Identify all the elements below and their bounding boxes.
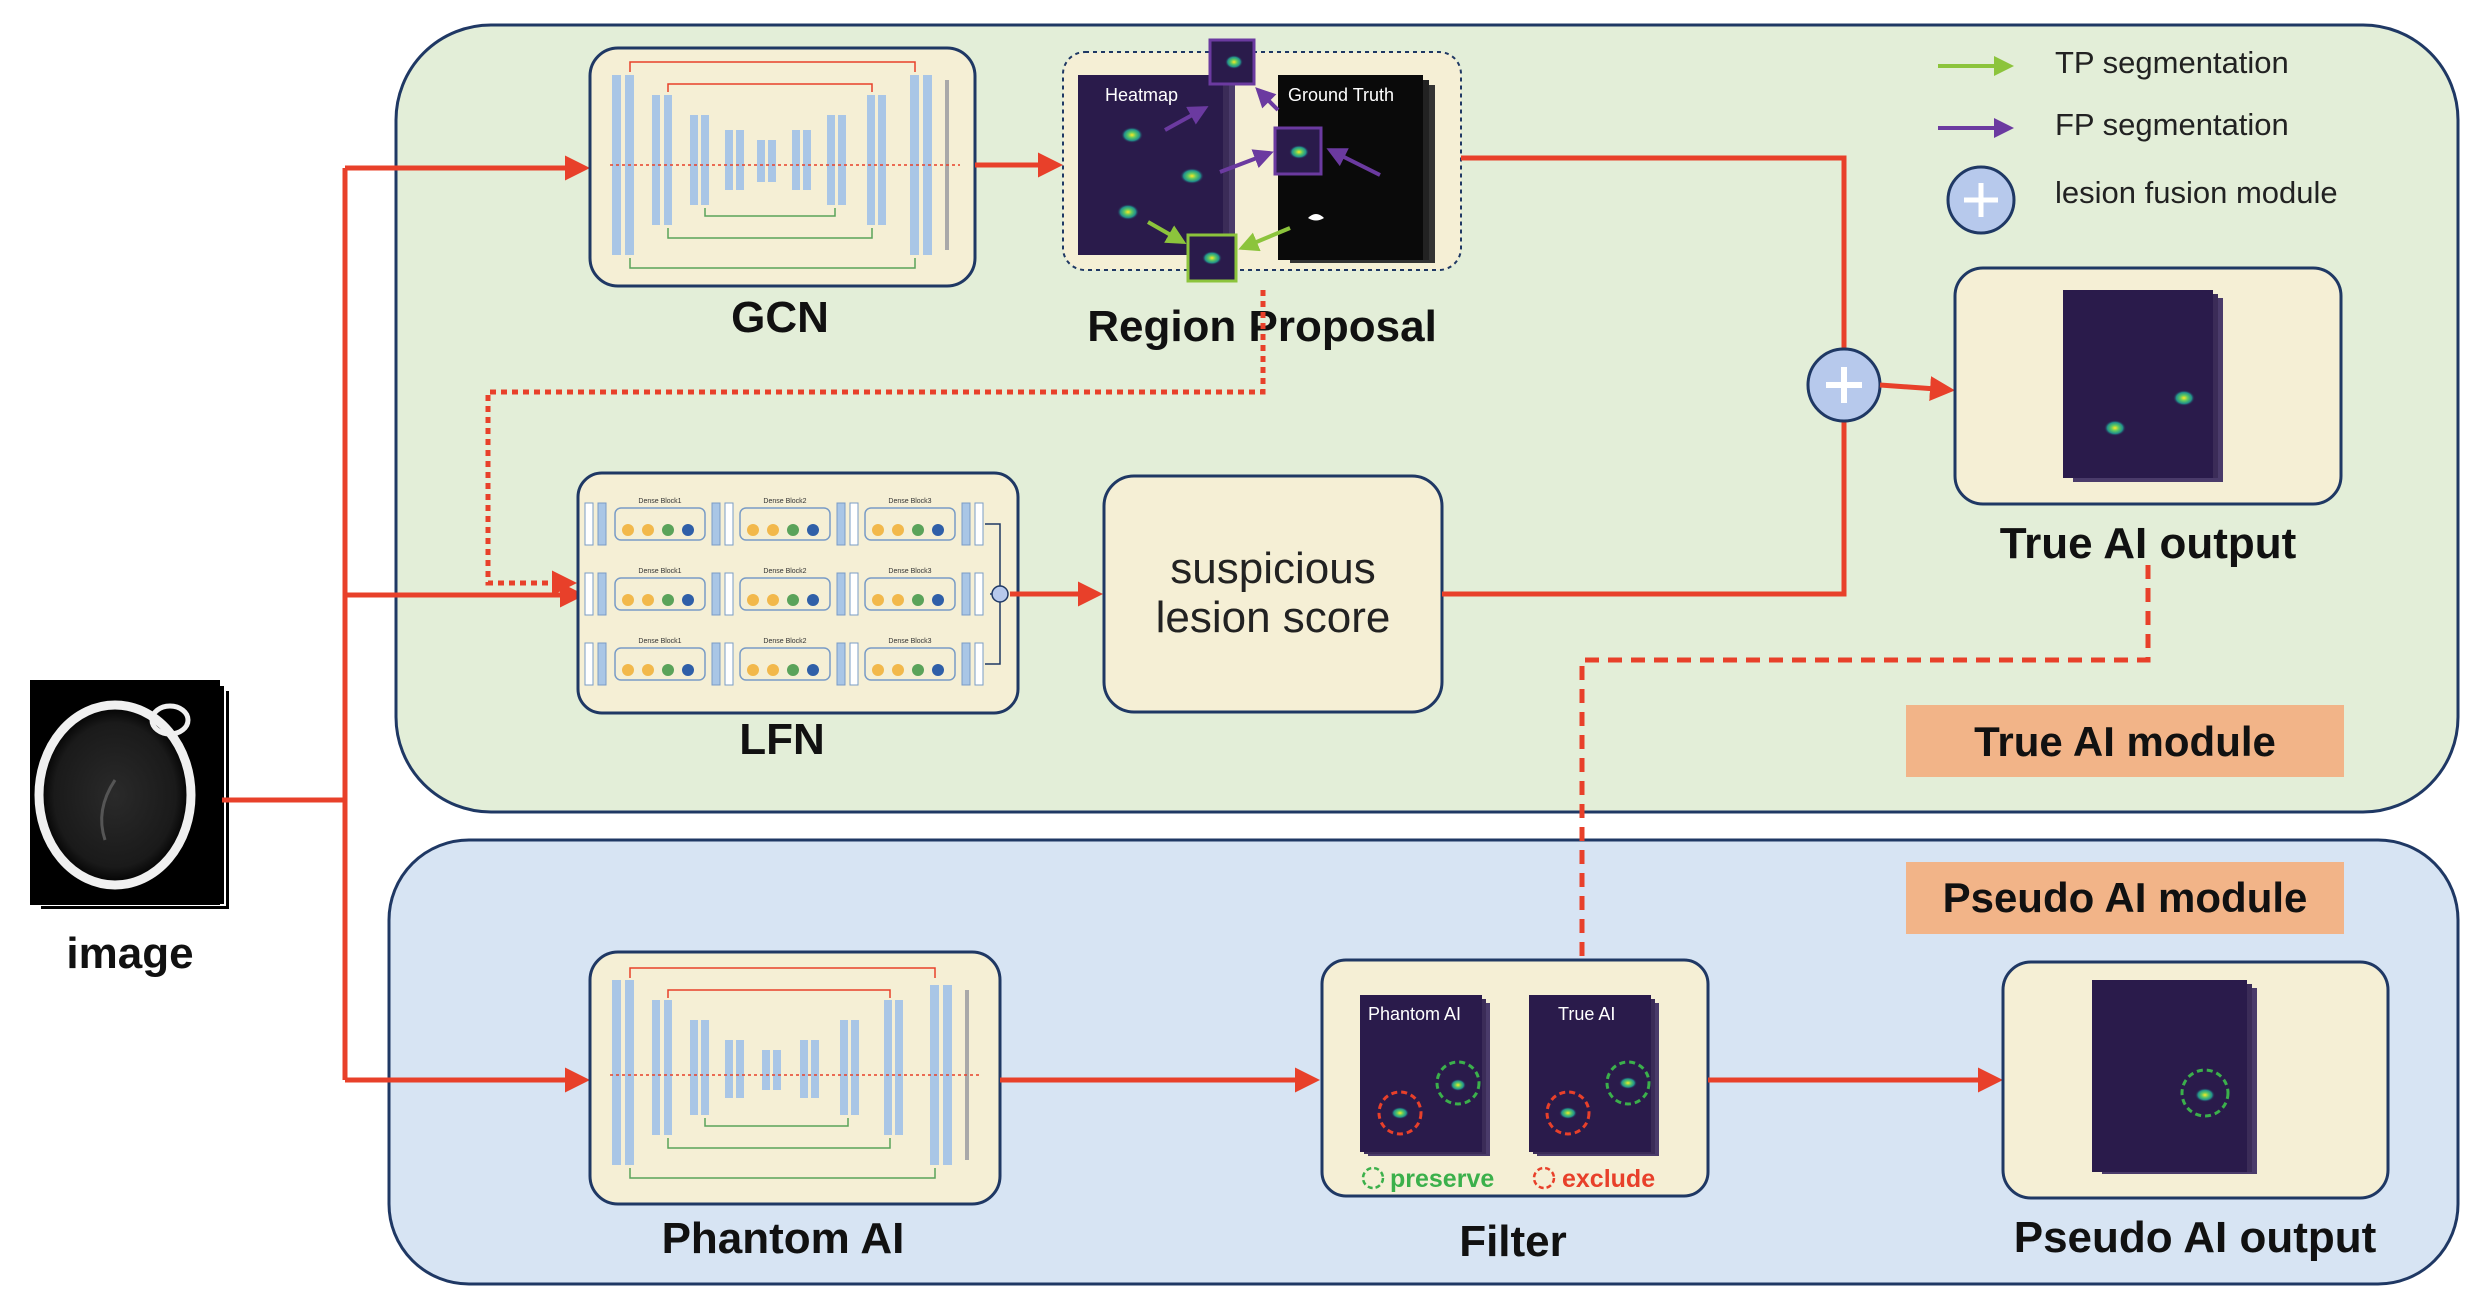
lesion-fusion-node — [1806, 347, 1882, 423]
lfn-box: Dense Block1 Dense Block2 Dense Block3 — [576, 471, 1020, 715]
phantom-unet-diagram — [610, 967, 980, 1179]
true-ai-module-tag — [1906, 705, 2344, 777]
legend-tp-label: TP segmentation — [2055, 45, 2289, 80]
phantom-ai-box — [588, 950, 1002, 1206]
svg-text:Dense Block1: Dense Block1 — [638, 498, 681, 505]
svg-text:Dense Block2: Dense Block2 — [763, 568, 806, 575]
legend-fp-label: FP segmentation — [2055, 107, 2289, 142]
region-to-lfn-dotted-arrow — [485, 290, 1266, 596]
svg-text:Dense Block1: Dense Block1 — [638, 568, 681, 575]
true-ai-output-box — [1953, 266, 2343, 506]
heatmap-caption: Heatmap — [1105, 85, 1178, 105]
fusion-to-output-arrow — [1879, 376, 1955, 402]
svg-text:Dense Block3: Dense Block3 — [888, 638, 931, 645]
pseudo-ai-module-tag — [1906, 862, 2344, 934]
true-output-to-filter-dashed-arrow — [1569, 565, 2151, 990]
true-output-image — [2063, 290, 2213, 478]
filter-box: Phantom AI True AI preserve exclude — [1320, 958, 1710, 1198]
region-proposal-box: Heatmap Ground Truth — [1062, 38, 1462, 283]
legend-fusion-label: lesion fusion module — [2055, 175, 2338, 210]
filter-phantom-caption: Phantom AI — [1368, 1004, 1461, 1024]
svg-text:Dense Block3: Dense Block3 — [888, 568, 931, 575]
ground-truth-caption: Ground Truth — [1288, 85, 1394, 105]
score-line-2: lesion score — [1156, 593, 1391, 642]
input-connectors — [222, 155, 590, 1093]
gcn-box — [588, 46, 977, 288]
svg-text:Dense Block3: Dense Block3 — [888, 498, 931, 505]
pseudo-ai-output-label: Pseudo AI output — [2014, 1213, 2377, 1262]
filter-phantom-image — [1360, 995, 1482, 1152]
svg-text:Dense Block2: Dense Block2 — [763, 638, 806, 645]
lfn-densenet-diagram: Dense Block1 Dense Block2 Dense Block3 — [584, 498, 1009, 686]
preserve-label: preserve — [1390, 1165, 1494, 1193]
true-ai-module-title: True AI module — [1974, 718, 2276, 765]
phantom-ai-label: Phantom AI — [662, 1214, 905, 1263]
input-ct-stack — [30, 680, 231, 911]
pseudo-ai-output-box — [2001, 960, 2390, 1200]
pseudo-ai-module-title: Pseudo AI module — [1943, 874, 2308, 921]
gcn-unet-diagram — [610, 61, 960, 269]
pseudo-output-image — [2092, 980, 2247, 1172]
lfn-label: LFN — [739, 715, 825, 764]
exclude-icon — [1532, 1166, 1556, 1190]
gcn-label: GCN — [731, 293, 829, 342]
exclude-label: exclude — [1562, 1165, 1655, 1193]
score-to-fusion-connector — [1442, 415, 1847, 597]
svg-text:Dense Block1: Dense Block1 — [638, 638, 681, 645]
score-line-1: suspicious — [1170, 544, 1375, 593]
legend: TP segmentation FP segmentation lesion f… — [1938, 45, 2338, 235]
filter-true-caption: True AI — [1558, 1004, 1615, 1024]
filter-true-image — [1529, 995, 1651, 1152]
image-label: image — [66, 929, 193, 978]
true-ai-output-label: True AI output — [2000, 519, 2297, 568]
region-to-fusion-connector — [1461, 155, 1847, 355]
fp-crop-top — [1208, 38, 1256, 86]
svg-text:Dense Block2: Dense Block2 — [763, 498, 806, 505]
preserve-icon — [1361, 1166, 1385, 1190]
filter-label: Filter — [1459, 1217, 1567, 1266]
